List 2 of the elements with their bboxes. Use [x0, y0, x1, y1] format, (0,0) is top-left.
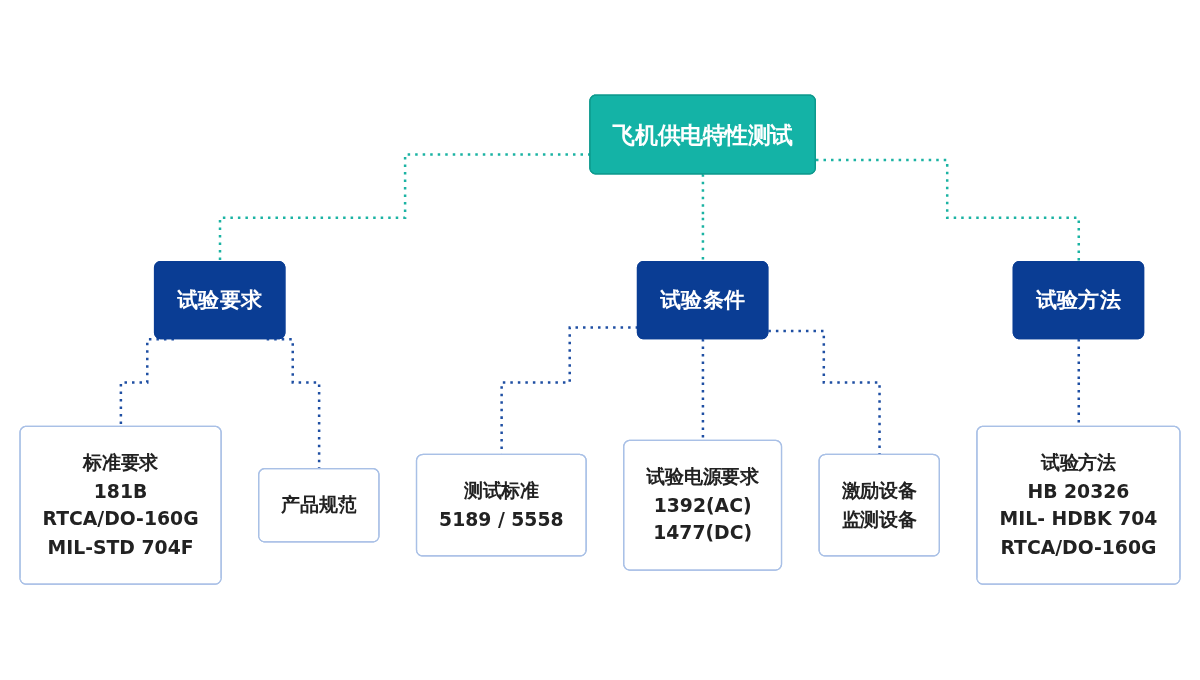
connector	[768, 330, 882, 457]
connector	[815, 159, 1081, 264]
